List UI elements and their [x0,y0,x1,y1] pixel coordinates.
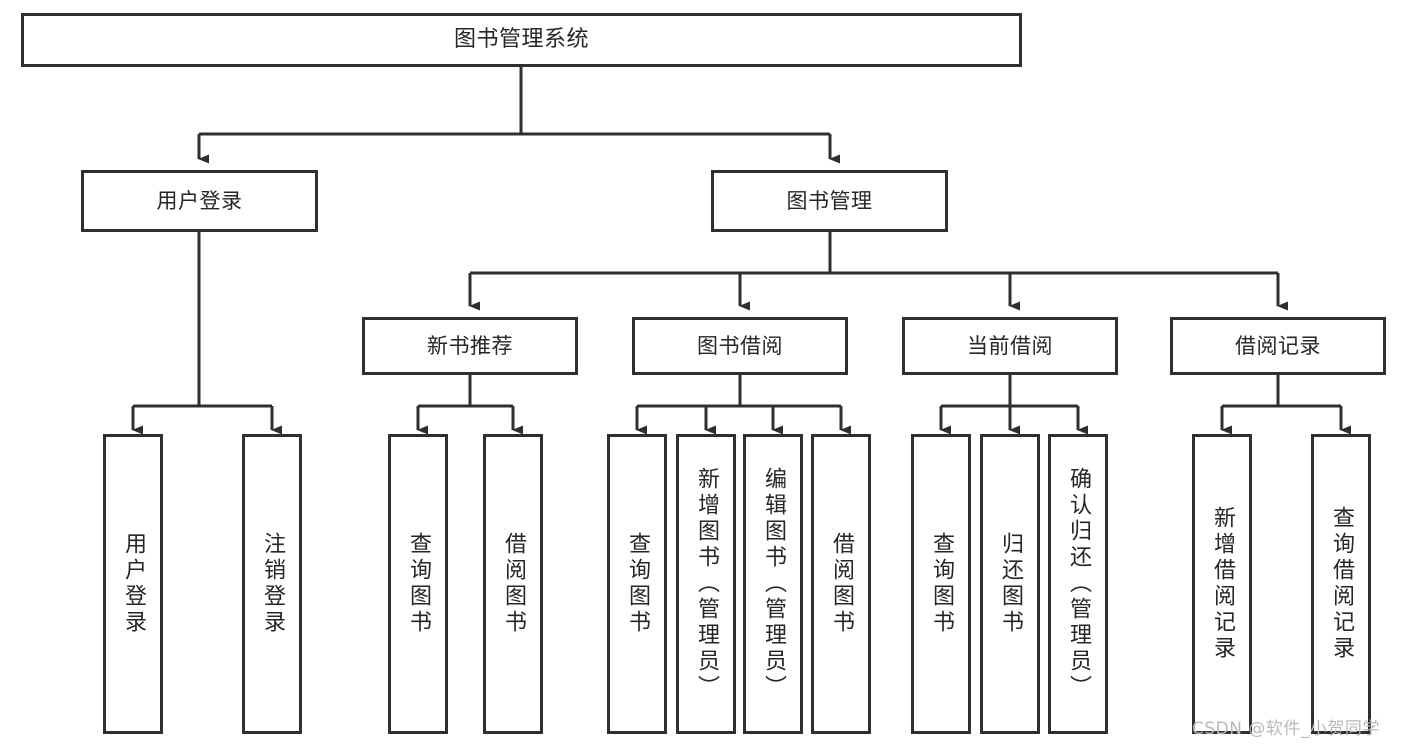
node-borrow-record-label: 借阅记录 [1235,333,1321,358]
leaf-book-borrow-borrow-label: 借阅图书 [829,532,854,636]
leaf-book-borrow-add[interactable]: 新增图书（管理员） [676,434,736,734]
node-book-borrow-label: 图书借阅 [697,333,783,358]
leaf-borrow-record-query[interactable]: 查询借阅记录 [1311,434,1371,734]
node-book-management-label: 图书管理 [786,188,873,213]
leaf-book-borrow-edit-label: 编辑图书（管理员） [761,467,786,701]
leaf-current-borrow-return-label: 归还图书 [998,532,1023,636]
leaf-user-login-logout-label: 注销登录 [260,532,285,636]
leaf-book-borrow-query[interactable]: 查询图书 [607,434,667,734]
leaf-current-borrow-return[interactable]: 归还图书 [980,434,1040,734]
node-new-book-recommend[interactable]: 新书推荐 [362,317,578,375]
node-book-borrow[interactable]: 图书借阅 [632,317,848,375]
leaf-borrow-record-add-label: 新增借阅记录 [1210,506,1235,662]
leaf-new-book-query-label: 查询图书 [406,532,431,636]
leaf-borrow-record-add[interactable]: 新增借阅记录 [1192,434,1252,734]
leaf-new-book-query[interactable]: 查询图书 [388,434,448,734]
leaf-borrow-record-query-label: 查询借阅记录 [1329,506,1354,662]
leaf-current-borrow-query[interactable]: 查询图书 [911,434,971,734]
node-user-login-label: 用户登录 [156,188,243,213]
leaf-user-login-login-label: 用户登录 [121,532,146,636]
leaf-new-book-borrow[interactable]: 借阅图书 [483,434,543,734]
leaf-book-borrow-borrow[interactable]: 借阅图书 [811,434,871,734]
leaf-new-book-borrow-label: 借阅图书 [501,532,526,636]
node-root[interactable]: 图书管理系统 [21,13,1022,67]
node-new-book-recommend-label: 新书推荐 [427,333,513,358]
node-root-label: 图书管理系统 [453,27,589,53]
node-user-login[interactable]: 用户登录 [81,170,318,232]
leaf-current-borrow-confirm-label: 确认归还（管理员） [1066,467,1091,701]
leaf-book-borrow-add-label: 新增图书（管理员） [694,467,719,701]
node-current-borrow[interactable]: 当前借阅 [902,317,1118,375]
leaf-current-borrow-confirm[interactable]: 确认归还（管理员） [1048,434,1108,734]
leaf-current-borrow-query-label: 查询图书 [929,532,954,636]
leaf-book-borrow-query-label: 查询图书 [625,532,650,636]
node-book-management[interactable]: 图书管理 [711,170,948,232]
leaf-user-login-login[interactable]: 用户登录 [103,434,163,734]
csdn-watermark: CSDN @软件_小贺同学 [1192,719,1380,739]
leaf-book-borrow-edit[interactable]: 编辑图书（管理员） [743,434,803,734]
node-current-borrow-label: 当前借阅 [967,333,1053,358]
leaf-user-login-logout[interactable]: 注销登录 [242,434,302,734]
node-borrow-record[interactable]: 借阅记录 [1170,317,1386,375]
